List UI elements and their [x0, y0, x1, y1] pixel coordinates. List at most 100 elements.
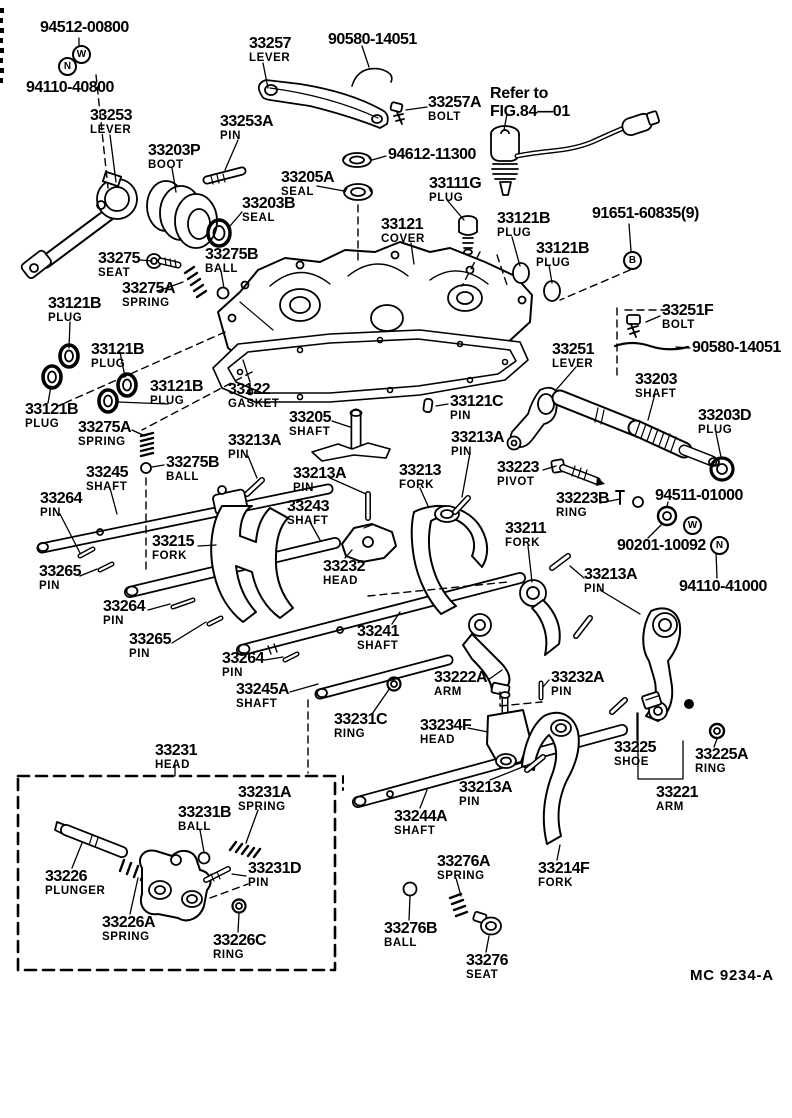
part-number: 33241 — [357, 623, 400, 640]
seat-33275 — [147, 254, 178, 268]
part-label-33253a: 33253A PIN — [220, 114, 274, 143]
part-number: 33257 — [249, 35, 292, 52]
shaft-33205 — [312, 410, 390, 461]
dashed-reference-lines — [58, 75, 668, 898]
part-number: 33231C — [334, 711, 388, 728]
spring-33276A — [450, 894, 467, 916]
part-number: 33211 — [505, 520, 547, 537]
part-number: 33251F — [662, 302, 714, 319]
part-label-33215: 33215 FORK — [152, 534, 195, 563]
part-description: COVER — [381, 233, 425, 245]
part-description: PIN — [551, 686, 572, 698]
part-description: SHAFT — [394, 825, 436, 837]
arm-33221 — [643, 608, 694, 721]
part-number: 33223B — [556, 490, 610, 507]
part-number: 33243 — [287, 498, 330, 515]
part-number: 33276B — [384, 920, 438, 937]
shift-shaft-33203 — [560, 398, 719, 466]
part-description: SHOE — [614, 756, 649, 768]
part-description: PIN — [451, 446, 472, 458]
part-label-33275a: 33275A SPRING — [78, 420, 132, 449]
part-number: 33275A — [122, 280, 176, 297]
part-description: SPRING — [238, 801, 286, 813]
part-description: BOLT — [428, 111, 461, 123]
bolt-33257A — [390, 102, 404, 124]
part-label-33276b: 33276B BALL — [384, 920, 438, 950]
part-label-33275: 33275 SEAT — [98, 251, 141, 280]
part-number: 94511-01000 — [655, 487, 743, 504]
part-number: 33226A — [102, 914, 156, 931]
part-number: 33231 — [155, 742, 198, 759]
circled-b-marker: B — [623, 251, 642, 270]
part-description: RING — [334, 728, 366, 740]
cover-gasket-33122 — [213, 330, 528, 402]
part-description: RING — [695, 763, 727, 775]
part-number: 33275B — [166, 454, 220, 471]
part-number: 33214F — [538, 860, 590, 877]
part-description: LEVER — [552, 358, 594, 370]
part-description: FORK — [505, 537, 540, 549]
part-label-33264: 33264 PIN — [103, 599, 146, 628]
part-label-33226: 33226 PLUNGER — [45, 869, 105, 898]
part-label-33121c: 33121C PIN — [450, 394, 504, 423]
fork-33214F — [522, 713, 579, 844]
part-label-33264: 33264 PIN — [222, 651, 265, 680]
part-description: PLUG — [429, 192, 464, 204]
part-number: 33122 — [228, 381, 270, 398]
part-number: 33121B — [150, 378, 204, 395]
part-number: 94110-41000 — [679, 578, 767, 595]
washer-94612-11300 — [343, 153, 371, 167]
part-label-33244a: 33244A SHAFT — [394, 809, 448, 838]
part-description: BOOT — [148, 159, 184, 171]
part-label-33276a: 33276A SPRING — [437, 854, 491, 883]
gearshift-lever-33253 — [20, 172, 137, 280]
part-number: 33257A — [428, 94, 482, 111]
ring-33223B — [616, 491, 643, 507]
part-label-33223: 33223 PIVOT — [497, 460, 540, 489]
part-description: RING — [556, 507, 588, 519]
part-description: PIN — [459, 796, 480, 808]
seat-33276 — [473, 911, 501, 934]
pin-33121C — [423, 399, 433, 413]
part-label-33241: 33241 SHAFT — [357, 623, 400, 653]
part-description: BALL — [166, 471, 200, 483]
part-description: PIN — [40, 507, 61, 519]
part-description: SHAFT — [236, 698, 278, 710]
wire-90580-14051-top — [352, 69, 392, 86]
part-label-33234f: 33234F HEAD — [420, 718, 472, 747]
part-number: 33121 — [381, 216, 423, 233]
part-description: SEAL — [242, 212, 276, 224]
part-number: 33213A — [228, 432, 282, 449]
part-label-33226c: 33226C RING — [213, 932, 267, 962]
part-description: HEAD — [323, 575, 358, 587]
part-number: 33225 — [614, 739, 657, 756]
boot-33203P — [147, 181, 217, 248]
part-label-33121b: 33121B PLUG — [25, 401, 79, 431]
part-label-33245: 33245 SHAFT — [86, 465, 129, 494]
part-number: 90580-14051 — [692, 339, 781, 356]
part-label-33245a: 33245A SHAFT — [236, 682, 290, 711]
switch-sensor-refer-fig — [491, 111, 660, 195]
arm-33222A — [463, 614, 510, 696]
part-description: ARM — [434, 686, 462, 698]
part-number: 33121B — [25, 401, 79, 418]
part-label-33223b: 33223B RING — [556, 490, 610, 520]
part-number: 33232 — [323, 558, 366, 575]
spring-33231A — [230, 842, 260, 857]
part-description: GASKET — [228, 398, 280, 410]
plunger-33226 — [55, 822, 122, 852]
part-description: FORK — [399, 479, 434, 491]
seal-33203B — [208, 220, 230, 246]
part-number: 33121B — [497, 210, 551, 227]
refer-to-note: Refer to FIG.84—01 — [490, 85, 570, 122]
part-number: 33226C — [213, 932, 267, 949]
part-description: SHAFT — [287, 515, 329, 527]
part-label-33231c: 33231C RING — [334, 711, 388, 741]
part-number: 33275B — [205, 246, 259, 263]
part-label-33213a: 33213A PIN — [228, 432, 282, 462]
part-label-94511-01000: 94511-01000 — [655, 488, 743, 504]
part-number: 33276 — [466, 952, 509, 969]
seal-33205A — [344, 184, 372, 200]
part-label-33121b: 33121B PLUG — [48, 296, 102, 325]
